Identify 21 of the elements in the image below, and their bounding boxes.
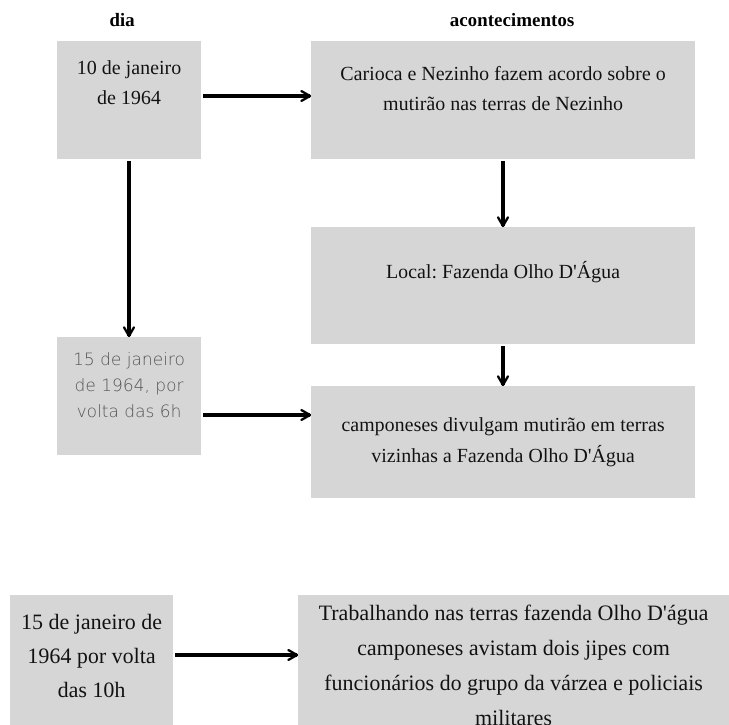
event-text: Local: Fazenda Olho D'Água [386, 260, 620, 285]
event-box [57, 41, 201, 159]
event-text: 15 de janeiro de 1964, por volta das 6h [72, 349, 186, 424]
event-box [311, 227, 695, 344]
event-box [10, 595, 173, 725]
event-box [57, 337, 201, 455]
column-heading: dia [109, 10, 135, 32]
arrow [203, 90, 312, 102]
arrow [497, 346, 509, 386]
arrow [123, 161, 135, 338]
event-box [311, 386, 695, 498]
event-text: 10 de janeiro de 1964 [76, 56, 182, 111]
event-text: camponeses divulgam mutirão em terras vizinhas a Fazenda Olho D'Água [340, 413, 666, 469]
column-heading: acontecimentos [450, 10, 574, 32]
arrow [203, 409, 312, 421]
arrow [175, 649, 298, 661]
event-text: 15 de janeiro de 1964 por volta das 10h [20, 608, 164, 704]
event-text: Trabalhando nas terras fazenda Olho D'água camponeses avistam dois jipes com funcionários do grupo da várzea e policiais militares [318, 599, 710, 725]
arrow [497, 161, 509, 228]
event-text: Carioca e Nezinho fazem acordo sobre o mutirão nas terras de Nezinho [339, 62, 667, 117]
event-box [311, 41, 695, 159]
